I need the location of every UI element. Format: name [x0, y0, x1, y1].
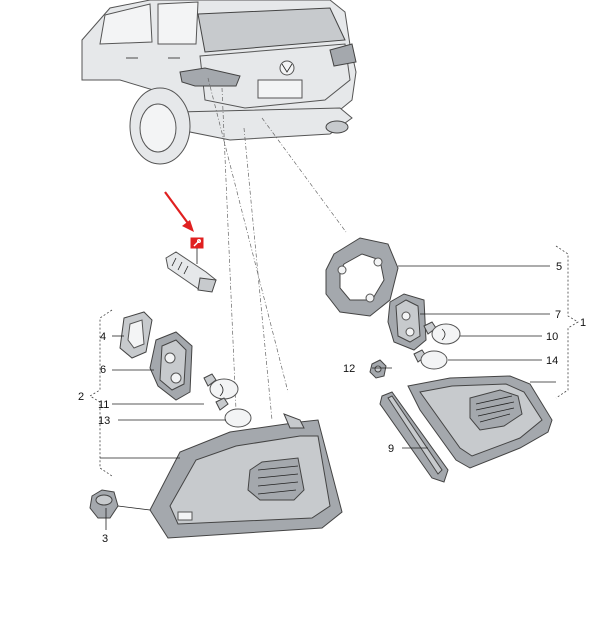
callout-1: 1	[580, 317, 586, 329]
cap-3	[89, 489, 119, 519]
callout-6: 6	[100, 364, 106, 376]
screw-part	[165, 248, 217, 293]
callout-10: 10	[546, 331, 558, 343]
callout-2: 2	[78, 391, 84, 403]
right-gasket-5	[325, 237, 399, 317]
callout-labels: 5 7 1 10 14 12 9 4 6 2 11 13 3	[78, 261, 586, 545]
wrench-icon	[190, 237, 204, 249]
highlight-arrow	[164, 191, 194, 232]
right-taillight-assembly	[407, 375, 553, 469]
leader-lines	[207, 77, 347, 421]
left-taillight-assembly	[149, 413, 343, 539]
callout-7: 7	[555, 309, 561, 321]
left-gasket-4	[119, 311, 153, 359]
trim-strip-9	[379, 391, 449, 483]
left-bulb-13	[215, 397, 252, 428]
left-bulb-11	[203, 373, 239, 400]
right-bulb-14	[413, 349, 448, 370]
callout-14: 14	[546, 355, 558, 367]
right-bulb-holder-7	[387, 293, 427, 351]
callout-leaders	[100, 265, 556, 530]
callout-12: 12	[343, 363, 355, 375]
nut-12	[369, 359, 387, 379]
bracket-group-1	[555, 245, 579, 399]
callout-13: 13	[98, 415, 110, 427]
vehicle-illustration	[81, 0, 357, 165]
callout-11: 11	[98, 399, 109, 411]
callout-9: 9	[388, 443, 394, 455]
callout-3: 3	[102, 533, 108, 545]
left-bulb-holder-6	[149, 331, 193, 401]
right-bulb-10	[423, 321, 461, 345]
callout-4: 4	[100, 331, 106, 343]
callout-5: 5	[556, 261, 562, 273]
